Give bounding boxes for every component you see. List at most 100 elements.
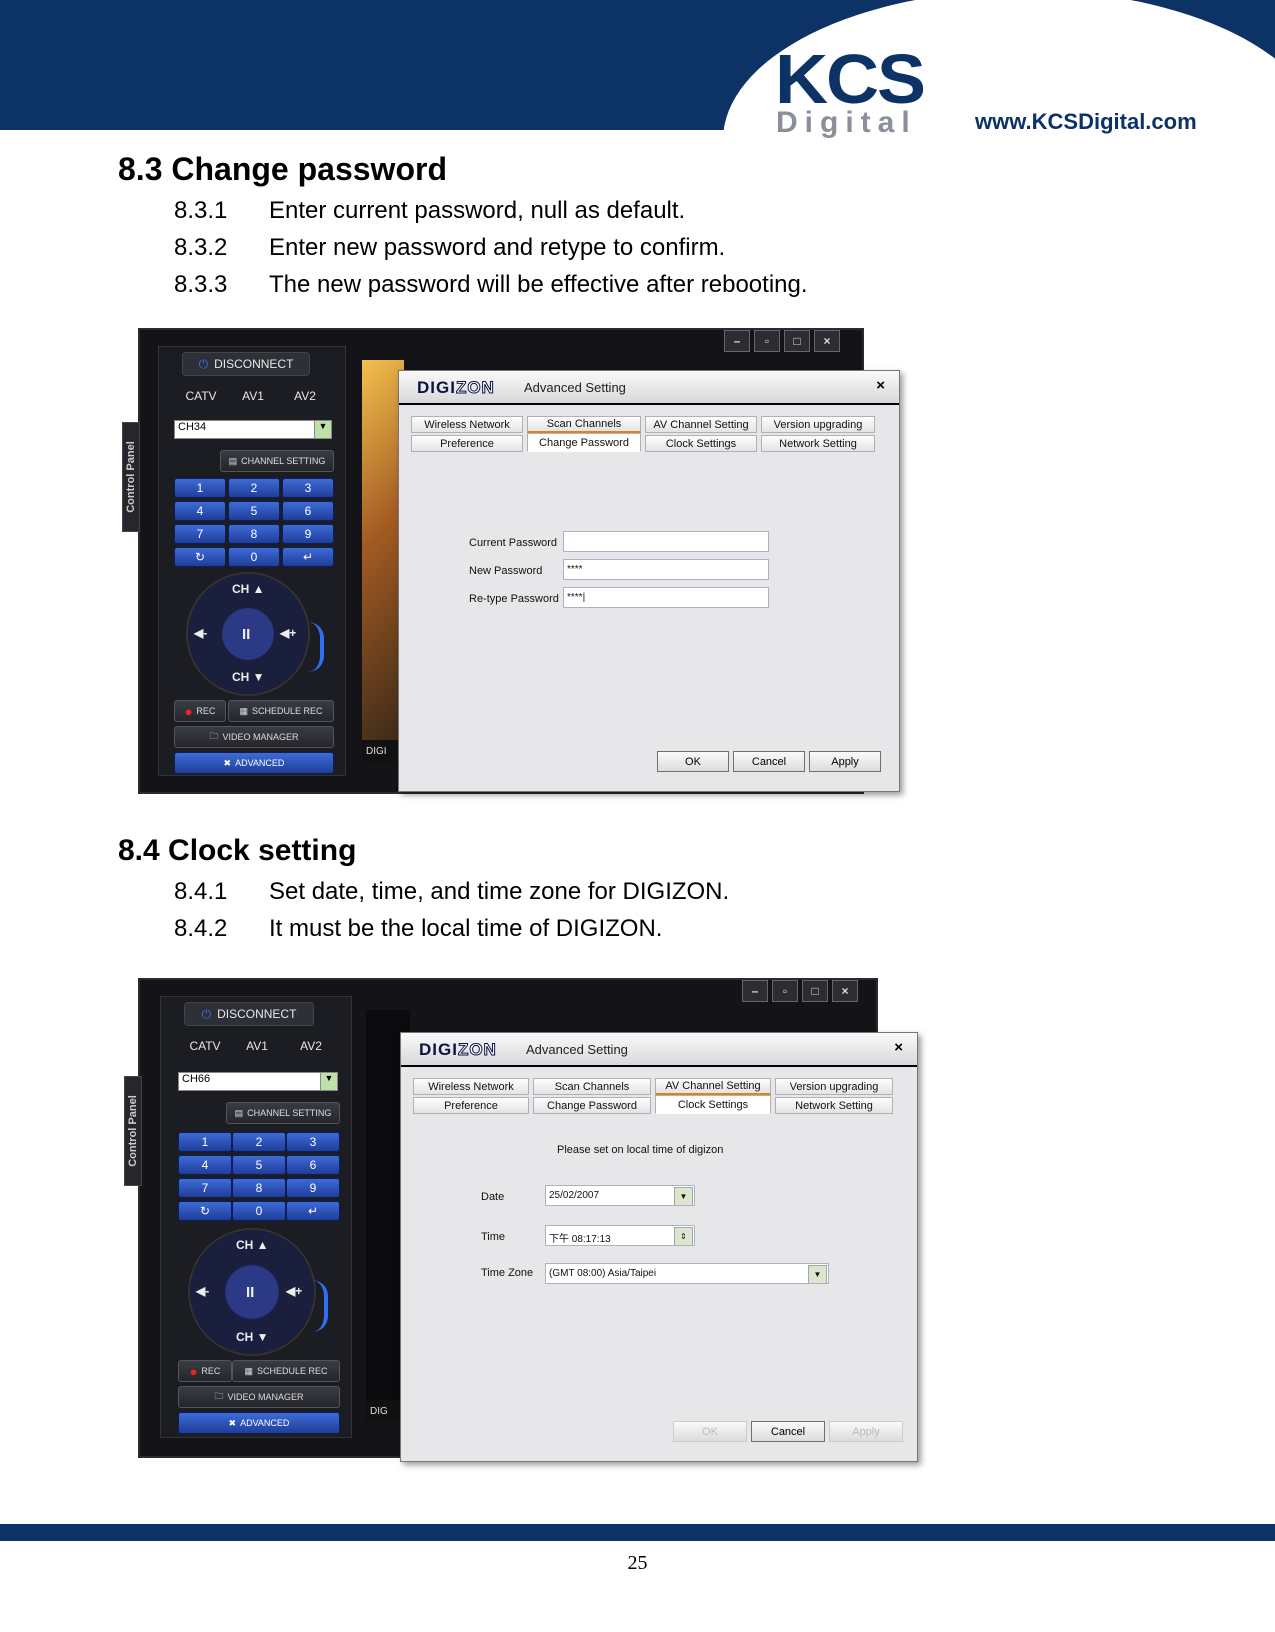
- source-av2[interactable]: AV2: [294, 389, 316, 403]
- key-6[interactable]: 6: [286, 1155, 340, 1175]
- channel-setting-button[interactable]: ▤CHANNEL SETTING: [220, 450, 334, 472]
- time-zone-select[interactable]: (GMT 08:00) Asia/Taipei▼: [545, 1263, 829, 1284]
- key-3[interactable]: 3: [286, 1132, 340, 1152]
- volume-down-button[interactable]: ◀-: [194, 626, 208, 640]
- key-4[interactable]: 4: [178, 1155, 232, 1175]
- source-av1[interactable]: AV1: [246, 1039, 268, 1053]
- direction-pad[interactable]: CH ▲ CH ▼ ◀- ◀+ II: [188, 1228, 316, 1356]
- disconnect-button[interactable]: ⏻DISCONNECT: [184, 1002, 314, 1026]
- video-manager-button[interactable]: 🗀VIDEO MANAGER: [174, 726, 334, 748]
- recall-key[interactable]: ↻: [178, 1201, 232, 1221]
- key-8[interactable]: 8: [232, 1178, 286, 1198]
- tab-change-password[interactable]: Change Password: [527, 433, 641, 452]
- key-6[interactable]: 6: [282, 501, 334, 521]
- tab-av-channel-setting[interactable]: AV Channel Setting: [645, 416, 757, 433]
- volume-up-button[interactable]: ◀+: [280, 626, 297, 640]
- apply-button[interactable]: Apply: [829, 1421, 903, 1442]
- cancel-button[interactable]: Cancel: [751, 1421, 825, 1442]
- volume-down-button[interactable]: ◀-: [196, 1284, 210, 1298]
- cancel-button[interactable]: Cancel: [733, 751, 805, 772]
- minimize-icon[interactable]: –: [742, 980, 768, 1002]
- source-av1[interactable]: AV1: [242, 389, 264, 403]
- maximize-icon[interactable]: □: [784, 330, 810, 352]
- key-5[interactable]: 5: [232, 1155, 286, 1175]
- minimize-icon[interactable]: –: [724, 330, 750, 352]
- key-2[interactable]: 2: [228, 478, 280, 498]
- control-panel-tab[interactable]: Control Panel: [124, 1076, 142, 1186]
- volume-up-button[interactable]: ◀+: [286, 1284, 303, 1298]
- ok-button[interactable]: OK: [657, 751, 729, 772]
- tab-clock-settings[interactable]: Clock Settings: [645, 435, 757, 452]
- advanced-button[interactable]: ✖ADVANCED: [178, 1412, 340, 1434]
- control-panel-tab[interactable]: Control Panel: [122, 422, 140, 532]
- key-7[interactable]: 7: [178, 1178, 232, 1198]
- recall-key[interactable]: ↻: [174, 547, 226, 567]
- channel-select[interactable]: CH34▼: [174, 420, 332, 439]
- key-7[interactable]: 7: [174, 524, 226, 544]
- rec-button[interactable]: ●REC: [178, 1360, 232, 1382]
- tab-scan-channels[interactable]: Scan Channels: [533, 1078, 651, 1095]
- apply-button[interactable]: Apply: [809, 751, 881, 772]
- restore-icon[interactable]: ▫: [772, 980, 798, 1002]
- new-password-field[interactable]: ****: [563, 559, 769, 580]
- pause-button[interactable]: II: [246, 1284, 255, 1301]
- close-icon[interactable]: ×: [894, 1039, 903, 1056]
- channel-setting-button[interactable]: ▤CHANNEL SETTING: [226, 1102, 340, 1124]
- tab-version-upgrading[interactable]: Version upgrading: [775, 1078, 893, 1095]
- tab-network-setting[interactable]: Network Setting: [775, 1097, 893, 1114]
- close-icon[interactable]: ×: [832, 980, 858, 1002]
- schedule-rec-button[interactable]: ▦SCHEDULE REC: [232, 1360, 340, 1382]
- tab-scan-channels[interactable]: Scan Channels: [527, 416, 641, 433]
- tab-version-upgrading[interactable]: Version upgrading: [761, 416, 875, 433]
- channel-up-button[interactable]: CH ▲: [232, 582, 265, 596]
- key-0[interactable]: 0: [228, 547, 280, 567]
- advanced-button[interactable]: ✖ADVANCED: [174, 752, 334, 774]
- ok-button[interactable]: OK: [673, 1421, 747, 1442]
- key-2[interactable]: 2: [232, 1132, 286, 1152]
- channel-down-button[interactable]: CH ▼: [232, 670, 265, 684]
- key-3[interactable]: 3: [282, 478, 334, 498]
- key-1[interactable]: 1: [174, 478, 226, 498]
- tab-clock-settings[interactable]: Clock Settings: [655, 1095, 771, 1114]
- enter-key[interactable]: ↵: [286, 1201, 340, 1221]
- key-9[interactable]: 9: [282, 524, 334, 544]
- retype-password-field[interactable]: ****|: [563, 587, 769, 608]
- direction-pad[interactable]: CH ▲ CH ▼ ◀- ◀+ II: [186, 572, 310, 696]
- volume-arc-icon[interactable]: [308, 622, 324, 672]
- key-1[interactable]: 1: [178, 1132, 232, 1152]
- enter-key[interactable]: ↵: [282, 547, 334, 567]
- pause-button[interactable]: II: [242, 626, 251, 643]
- key-5[interactable]: 5: [228, 501, 280, 521]
- tab-wireless-network[interactable]: Wireless Network: [413, 1078, 529, 1095]
- tab-network-setting[interactable]: Network Setting: [761, 435, 875, 452]
- close-icon[interactable]: ×: [876, 377, 885, 394]
- tab-preference[interactable]: Preference: [413, 1097, 529, 1114]
- tab-preference[interactable]: Preference: [411, 435, 523, 452]
- disconnect-button[interactable]: ⏻DISCONNECT: [182, 352, 310, 376]
- key-0[interactable]: 0: [232, 1201, 286, 1221]
- schedule-rec-button[interactable]: ▦SCHEDULE REC: [228, 700, 334, 722]
- tab-av-channel-setting[interactable]: AV Channel Setting: [655, 1078, 771, 1095]
- channel-down-button[interactable]: CH ▼: [236, 1330, 269, 1344]
- volume-arc-icon[interactable]: [312, 1280, 328, 1332]
- tab-wireless-network[interactable]: Wireless Network: [411, 416, 523, 433]
- source-catv[interactable]: CATV: [185, 389, 217, 403]
- channel-select[interactable]: CH66▼: [178, 1072, 338, 1091]
- page-number: 25: [627, 1552, 648, 1574]
- current-password-field[interactable]: [563, 531, 769, 552]
- restore-icon[interactable]: ▫: [754, 330, 780, 352]
- website-link[interactable]: www.KCSDigital.com: [975, 109, 1197, 134]
- video-manager-button[interactable]: 🗀VIDEO MANAGER: [178, 1386, 340, 1408]
- source-av2[interactable]: AV2: [300, 1039, 322, 1053]
- date-picker[interactable]: 25/02/2007▼: [545, 1185, 695, 1206]
- key-9[interactable]: 9: [286, 1178, 340, 1198]
- channel-up-button[interactable]: CH ▲: [236, 1238, 269, 1252]
- close-icon[interactable]: ×: [814, 330, 840, 352]
- key-8[interactable]: 8: [228, 524, 280, 544]
- key-4[interactable]: 4: [174, 501, 226, 521]
- rec-button[interactable]: ●REC: [174, 700, 226, 722]
- maximize-icon[interactable]: □: [802, 980, 828, 1002]
- source-catv[interactable]: CATV: [189, 1039, 221, 1053]
- time-spinner[interactable]: 下午 08:17:13⇕: [545, 1225, 695, 1246]
- tab-change-password[interactable]: Change Password: [533, 1097, 651, 1114]
